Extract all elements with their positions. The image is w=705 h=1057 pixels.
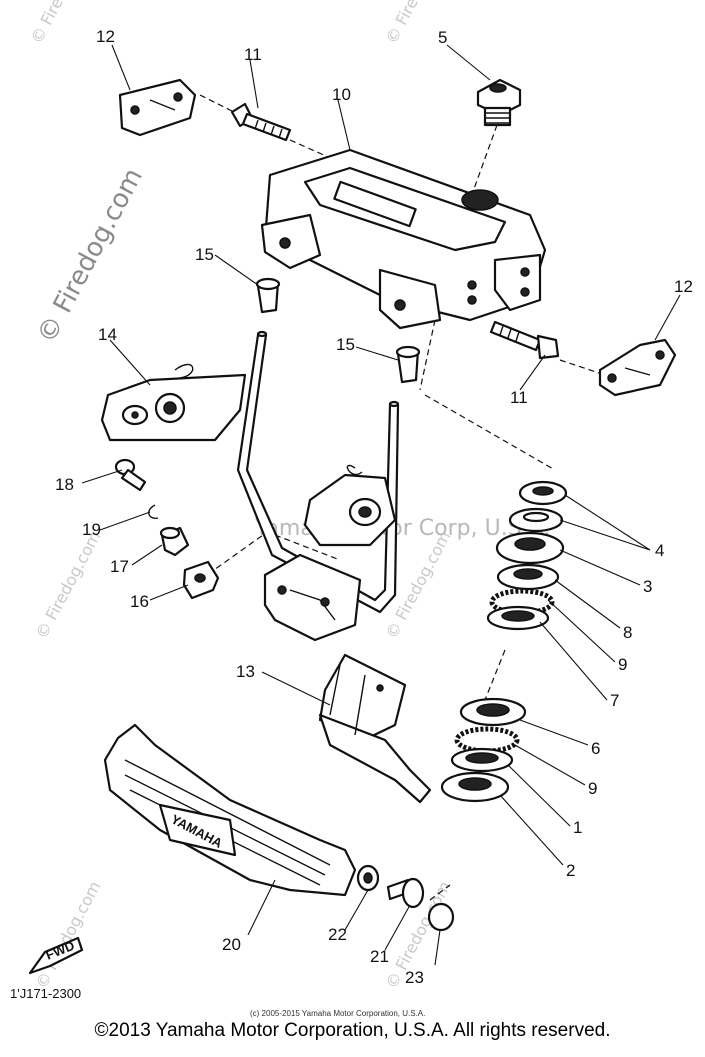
cable-bracket-lower[interactable] xyxy=(598,338,677,397)
callout-17: 17 xyxy=(110,557,129,576)
mount-block[interactable] xyxy=(263,553,362,642)
washer[interactable] xyxy=(356,864,380,892)
watermark-mid-left: © Firedog.com xyxy=(32,528,105,642)
bracket-left-arm[interactable] xyxy=(100,363,247,442)
steering-stem-nut[interactable] xyxy=(476,78,522,127)
rubber-damper[interactable] xyxy=(182,560,220,600)
callout-labels: 12 11 10 5 12 11 15 15 14 18 19 17 16 13… xyxy=(55,27,693,987)
upper-ball-bearing[interactable] xyxy=(489,588,555,616)
ring-nut[interactable] xyxy=(495,531,565,565)
callout-15-left: 15 xyxy=(195,245,214,264)
callout-2: 2 xyxy=(566,861,575,880)
callout-3: 3 xyxy=(643,577,652,596)
callout-5: 5 xyxy=(438,28,447,47)
lower-ball-bearing[interactable] xyxy=(454,726,520,754)
callout-16: 16 xyxy=(130,592,149,611)
callout-20: 20 xyxy=(222,935,241,954)
small-copyright: (c) 2005-2015 Yamaha Motor Corporation, … xyxy=(250,1009,425,1018)
callout-9-upper: 9 xyxy=(618,655,627,674)
watermark-center: Yamaha Motor Corp, U.S.A. xyxy=(254,516,550,541)
callout-18: 18 xyxy=(55,475,74,494)
callout-11-upper: 11 xyxy=(244,45,262,64)
callout-1: 1 xyxy=(573,818,582,837)
callout-22: 22 xyxy=(328,925,347,944)
callout-12-upper: 12 xyxy=(96,27,115,46)
callout-23: 23 xyxy=(405,968,424,987)
lock-washers[interactable] xyxy=(508,480,568,533)
callout-12-lower: 12 xyxy=(674,277,693,296)
callout-21: 21 xyxy=(370,947,389,966)
cap[interactable] xyxy=(427,902,455,932)
diagram-code: 1'J171-2300 xyxy=(10,986,81,1001)
upper-bearing-race[interactable] xyxy=(486,605,550,631)
callout-7: 7 xyxy=(610,691,619,710)
callout-13: 13 xyxy=(236,662,255,681)
watermark-bottom-left: © Firedog.com xyxy=(32,878,105,992)
bolt-lower[interactable] xyxy=(489,320,560,360)
callout-11-lower: 11 xyxy=(510,388,528,407)
dust-seal[interactable] xyxy=(440,771,510,803)
bushing-right[interactable] xyxy=(395,345,421,384)
callout-8: 8 xyxy=(623,623,632,642)
lower-bearing-race[interactable] xyxy=(459,697,527,727)
callout-19: 19 xyxy=(82,520,101,539)
footer-copyright: ©2013 Yamaha Motor Corporation, U.S.A. A… xyxy=(94,1020,611,1041)
callout-15-right: 15 xyxy=(336,335,355,354)
callout-10: 10 xyxy=(332,85,351,104)
callout-6: 6 xyxy=(591,739,600,758)
collar[interactable] xyxy=(159,526,190,557)
callout-14: 14 xyxy=(98,325,117,344)
mounting-bracket[interactable] xyxy=(318,653,432,804)
leader-lines xyxy=(81,44,681,966)
steering-rod[interactable] xyxy=(236,330,400,614)
bushing-left[interactable] xyxy=(255,277,281,314)
emblem-cover[interactable]: YAMAHA xyxy=(103,723,357,897)
cable-bracket-upper[interactable] xyxy=(118,78,197,137)
steering-bracket[interactable] xyxy=(260,148,547,330)
callout-4: 4 xyxy=(655,541,664,560)
pivot-bolt[interactable] xyxy=(114,458,147,492)
circlip[interactable] xyxy=(148,504,159,519)
screw[interactable] xyxy=(386,877,425,909)
bearing-race-1[interactable] xyxy=(450,747,514,773)
bolt-upper[interactable] xyxy=(230,102,292,142)
forward-arrow-icon: FWD xyxy=(28,936,84,975)
callout-9-lower: 9 xyxy=(588,779,597,798)
bracket-right-arm[interactable] xyxy=(303,465,397,547)
watermark-large: © Firedog.com xyxy=(32,163,149,348)
watermark-top-left: © Firedog.com xyxy=(27,0,100,47)
upper-bearing-cover[interactable] xyxy=(496,563,560,591)
